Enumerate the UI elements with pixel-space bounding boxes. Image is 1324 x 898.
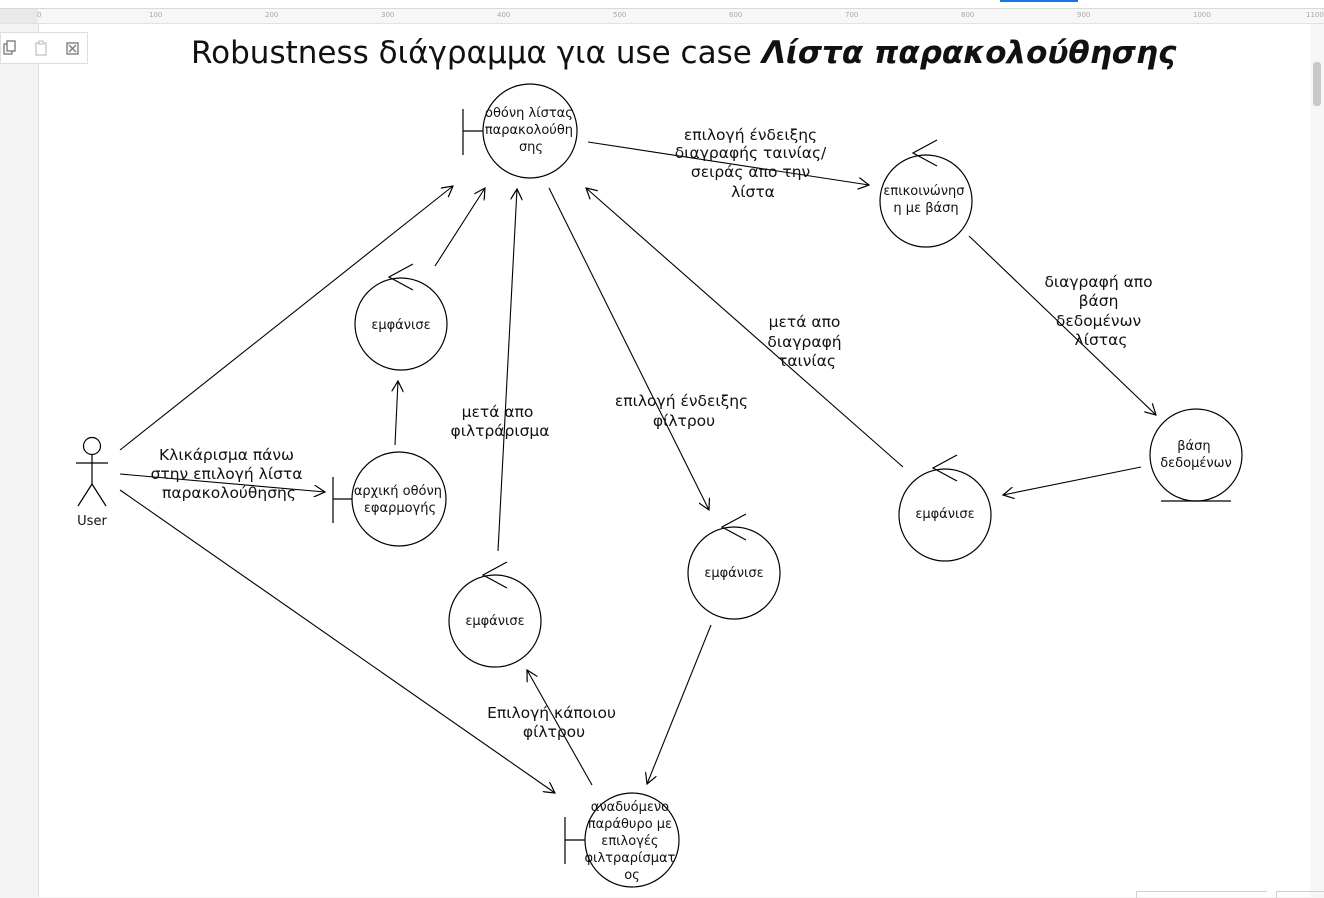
label-delete-db: διαγραφή απο βάση δεδομένων λίστας xyxy=(1044,273,1157,349)
ruler-tick: 900 xyxy=(1077,11,1091,19)
ruler-tick: 300 xyxy=(381,11,395,19)
ruler-tick: 800 xyxy=(961,11,975,19)
vertical-scrollbar[interactable] xyxy=(1310,24,1324,897)
control-display-filter-options[interactable] xyxy=(687,513,781,620)
db-communication-label: επικοινώνησ η με βάση xyxy=(883,184,968,216)
display-filtered-label: εμφάνισε xyxy=(465,614,524,629)
filter-popup-label: αναδυόμενο παράθυρο με επιλογές φιλτραρί… xyxy=(584,800,679,883)
edge-watchlist-filter-display[interactable] xyxy=(548,187,709,510)
edge-display-watchlist[interactable] xyxy=(434,188,485,267)
edge-user-watchlist[interactable] xyxy=(119,186,453,451)
label-choose-filter: Επιλογή κάποιου φίλτρου xyxy=(487,704,621,741)
paste-style-icon[interactable] xyxy=(32,39,50,57)
label-after-filter: μετά απο φιλτράρισμα xyxy=(450,403,549,440)
watchlist-screen-label: οθόνη λίστας παρακολούθη σης xyxy=(485,106,577,155)
ruler-tick: 100 xyxy=(149,11,163,19)
entity-database[interactable] xyxy=(1149,408,1243,502)
ruler-tick: 1100 xyxy=(1306,11,1324,19)
control-display-top[interactable] xyxy=(354,263,448,371)
database-label: βάση δεδομένων xyxy=(1160,439,1232,471)
display-top-label: εμφάνισε xyxy=(371,318,430,333)
clear-style-icon[interactable] xyxy=(64,39,82,57)
edge-popup-filtered-display[interactable] xyxy=(527,670,593,786)
label-select-delete: επιλογή ένδειξης διαγραφής ταινίας/ σειρ… xyxy=(675,126,831,201)
edge-watchlist-db-comm[interactable] xyxy=(587,141,869,185)
edge-user-filter-popup[interactable] xyxy=(119,489,555,793)
page-tab-edge[interactable] xyxy=(1136,891,1267,898)
actor-label: User xyxy=(77,514,107,529)
ruler-tick: 400 xyxy=(497,11,511,19)
zoom-control-edge[interactable] xyxy=(1276,891,1324,898)
boundary-watchlist-screen[interactable] xyxy=(462,83,578,179)
control-db-communication[interactable] xyxy=(879,139,973,248)
control-display-filtered[interactable] xyxy=(448,561,542,668)
home-screen-label: αρχική οθόνη εφαρμογής xyxy=(354,484,446,516)
label-click-watchlist: Κλικάρισμα πάνω στην επιλογή λίστα παρακ… xyxy=(151,446,308,502)
ruler-tick: 0 xyxy=(37,11,42,19)
ruler-tick: 700 xyxy=(845,11,859,19)
display-after-delete-label: εμφάνισε xyxy=(915,507,974,522)
edge-filter-display-popup[interactable] xyxy=(647,624,712,784)
ruler-origin xyxy=(0,9,38,23)
copy-style-icon[interactable] xyxy=(1,39,19,57)
edge-database-display[interactable] xyxy=(1003,466,1142,495)
app-top-bar xyxy=(0,0,1324,9)
horizontal-ruler: 0 100 200 300 400 500 600 700 800 900 10… xyxy=(0,9,1324,24)
display-filter-options-label: εμφάνισε xyxy=(704,566,763,581)
label-select-filter-mark: επιλογή ένδειξης φίλτρου xyxy=(615,392,753,430)
edge-db-comm-database[interactable] xyxy=(968,235,1156,415)
edge-display-watchlist-after-delete[interactable] xyxy=(586,188,904,468)
control-display-after-delete[interactable] xyxy=(898,454,992,562)
actor-user[interactable] xyxy=(76,436,108,507)
edge-user-home[interactable] xyxy=(119,473,325,492)
ruler-tick: 600 xyxy=(729,11,743,19)
bottom-panel-edge xyxy=(1136,891,1324,898)
boundary-home-screen[interactable] xyxy=(332,451,447,547)
edge-filtered-display-watchlist[interactable] xyxy=(497,189,517,552)
diagram-canvas[interactable] xyxy=(38,24,1312,897)
label-after-delete: μετά απο διαγραφή ταινίας xyxy=(767,313,846,370)
edge-home-display[interactable] xyxy=(395,381,398,446)
scrollbar-thumb[interactable] xyxy=(1313,62,1321,106)
format-toolbox xyxy=(0,32,88,64)
ruler-tick: 500 xyxy=(613,11,627,19)
ruler-tick: 1000 xyxy=(1193,11,1211,19)
boundary-filter-popup[interactable] xyxy=(564,792,680,888)
share-button-edge[interactable] xyxy=(1000,0,1078,2)
ruler-tick: 200 xyxy=(265,11,279,19)
